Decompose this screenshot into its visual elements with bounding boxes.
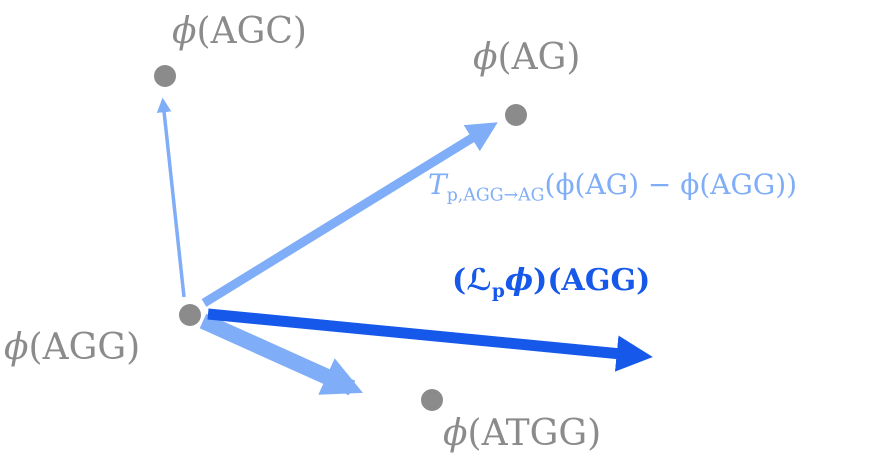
- label-text: (AG): [497, 37, 581, 78]
- point-ag: [505, 104, 527, 126]
- label-text: (AGG): [28, 327, 141, 368]
- phi-symbol: ϕ: [473, 37, 498, 78]
- t-subscript: p,AGG→AG: [446, 185, 545, 206]
- label-text: (AGC): [196, 11, 307, 52]
- generator-subscript: p: [491, 281, 505, 302]
- t-expression: (ϕ(AG) − ϕ(AGG)): [544, 168, 798, 201]
- phi-symbol: ϕ: [4, 327, 29, 368]
- label-text: (ATGG): [467, 413, 602, 454]
- phi-symbol: ϕ: [172, 11, 197, 52]
- phi-symbol: ϕ: [504, 263, 534, 298]
- label-phi-agg: ϕ(AGG): [4, 328, 140, 368]
- script-l-symbol: ℒ: [466, 263, 492, 298]
- phi-symbol: ϕ: [443, 413, 468, 454]
- t-symbol: T: [428, 168, 447, 201]
- arrow-generator: [207, 308, 653, 372]
- label-phi-agc: ϕ(AGC): [172, 12, 307, 52]
- arrow-agg-to-ag: [201, 122, 498, 307]
- paren-open: (: [452, 263, 467, 298]
- label-generator: (ℒpϕ)(AGG): [452, 263, 651, 301]
- point-agc: [154, 65, 176, 87]
- label-transport-map: Tp,AGG→AG(ϕ(AG) − ϕ(AGG)): [428, 168, 798, 204]
- label-phi-ag: ϕ(AG): [473, 38, 580, 78]
- arrow-agg-to-agc: [156, 97, 186, 298]
- point-agg: [179, 304, 201, 326]
- point-atgg: [421, 389, 443, 411]
- arrow-agg-to-atgg: [199, 313, 363, 396]
- label-phi-atgg: ϕ(ATGG): [443, 414, 601, 454]
- generator-args: )(AGG): [533, 263, 651, 298]
